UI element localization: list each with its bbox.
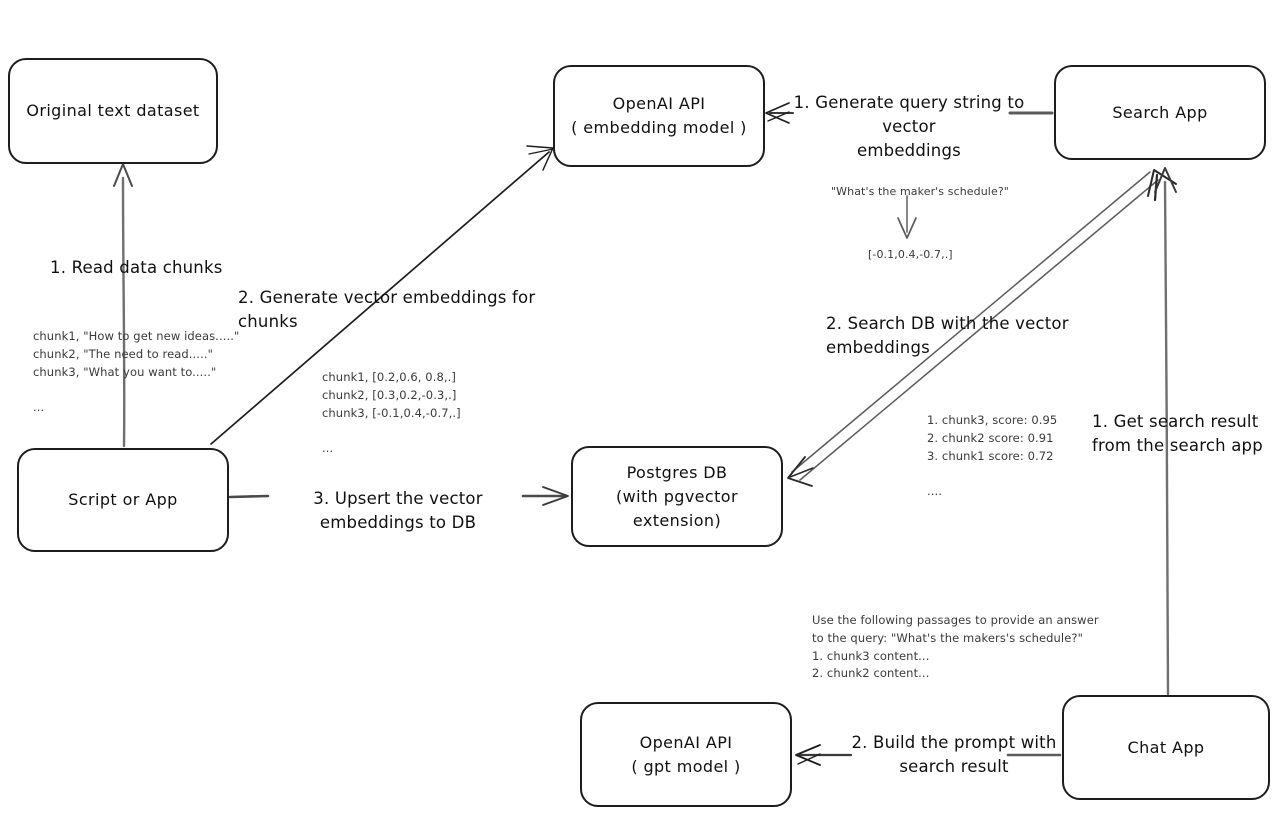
edge-label-generate-query-embeddings-line2: embeddings <box>857 140 961 160</box>
edge-label-upsert-to-db: 3. Upsert the vector embeddings to DB <box>313 489 483 532</box>
edge-label-generate-query-embeddings: 1. Generate query string to vector embed… <box>793 91 1025 163</box>
node-openai-api-embedding-sublabel: ( embedding model ) <box>571 118 747 137</box>
node-openai-api-gpt-sublabel: ( gpt model ) <box>631 756 741 776</box>
node-original-text-dataset[interactable]: Original text dataset <box>8 58 218 164</box>
node-openai-api-gpt-label: OpenAI API <box>639 732 733 752</box>
edge-label-build-prompt-line2: search result <box>899 756 1009 776</box>
edge-label-build-prompt: 2. Build the prompt with search result <box>848 731 1060 779</box>
node-original-text-dataset-label: Original text dataset <box>26 101 200 120</box>
node-script-or-app-label: Script or App <box>68 490 178 509</box>
node-chat-app-label: Chat App <box>1127 737 1205 757</box>
note-embedded-chunks: chunk1, [0.2,0.6, 0.8,.] chunk2, [0.3,0.… <box>322 370 461 456</box>
note-search-scores: 1. chunk3, score: 0.95 2. chunk2 score: … <box>927 413 1058 499</box>
node-chat-app[interactable]: Chat App <box>1062 695 1270 800</box>
note-query-string: "What's the maker's schedule?" <box>831 185 1009 198</box>
node-search-app[interactable]: Search App <box>1054 65 1266 160</box>
edge-label-get-search-result: 1. Get search result from the search app <box>1092 410 1272 458</box>
edge-label-search-db: 2. Search DB with the vector embeddings <box>826 314 1069 357</box>
node-postgres-db[interactable]: Postgres DB (with pgvector extension) <box>571 446 783 547</box>
edge-label-get-search-result-line2: from the search app <box>1092 435 1263 455</box>
edge-label-get-search-result-line1: 1. Get search result <box>1092 412 1259 431</box>
edge-label-generate-query-embeddings-line1: 1. Generate query string to vector <box>793 93 1025 136</box>
edge-query-to-vector <box>897 195 917 239</box>
note-raw-chunks: chunk1, "How to get new ideas....." chun… <box>33 329 240 415</box>
note-prompt-preview: Use the following passages to provide an… <box>812 613 1099 681</box>
node-script-or-app[interactable]: Script or App <box>17 448 229 552</box>
node-postgres-db-label: Postgres DB <box>626 462 728 482</box>
node-postgres-db-sublabel: (with pgvector extension) <box>616 486 738 530</box>
note-query-vector: [-0.1,0.4,-0.7,.] <box>868 248 953 261</box>
node-search-app-label: Search App <box>1112 102 1208 122</box>
node-openai-api-gpt[interactable]: OpenAI API ( gpt model ) <box>580 702 792 807</box>
edge-label-generate-vector-embeddings: 2. Generate vector embeddings for chunks <box>238 288 536 331</box>
node-openai-api-embedding[interactable]: OpenAI API ( embedding model ) <box>553 65 765 167</box>
edge-label-read-data-chunks: 1. Read data chunks <box>50 258 223 277</box>
edge-label-build-prompt-line1: 2. Build the prompt with <box>851 733 1057 752</box>
node-openai-api-embedding-label: OpenAI API <box>612 94 706 113</box>
